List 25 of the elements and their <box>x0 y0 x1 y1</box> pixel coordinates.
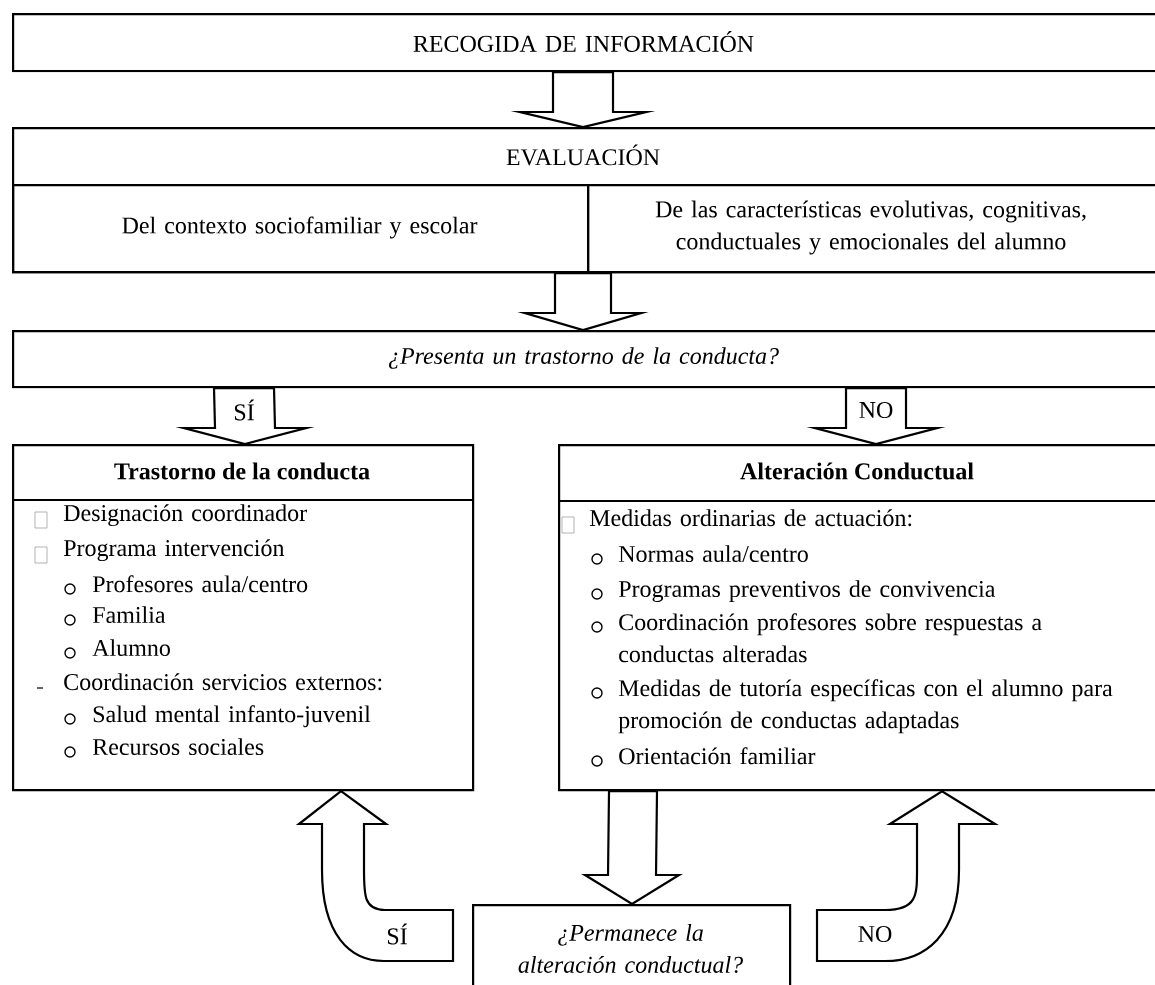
list-item: Medidas ordinarias de actuación: <box>589 509 912 527</box>
process-box: De las características evolutivas, cognitivas, conductuales y emocionales del alumno <box>587 184 1155 274</box>
list-item: Orientación familiar <box>619 747 816 765</box>
list-item: Coordinación profesores sobre respuestas a conductas alteradas <box>619 613 1042 663</box>
block-arrow <box>517 272 649 332</box>
list-item: Coordinación servicios externos: <box>64 673 382 691</box>
question-box: ¿Presenta un trastorno de la conducta? <box>12 330 1155 389</box>
block-arrow <box>815 790 997 963</box>
edge-label: SÍ <box>232 398 256 422</box>
question-box: ¿Permanece la alteración conductual? <box>472 904 792 985</box>
block-arrow <box>297 790 455 963</box>
list-item: Programa intervención <box>63 539 285 562</box>
block-arrow <box>581 790 683 906</box>
process-box: Del contexto sociofamiliar y escolar <box>12 184 590 274</box>
process-box: RECOGIDA DE INFORMACIÓN <box>12 13 1155 73</box>
list-item: Salud mental infanto-juvenil <box>93 705 371 728</box>
list-item: Programas preventivos de convivencia <box>618 580 996 603</box>
list-item: Familia <box>92 606 166 624</box>
list-item: Recursos sociales <box>92 738 264 756</box>
list-item: Designación coordinador <box>63 504 307 527</box>
list-item: Medidas de tutoría específicas con el alumno para promoción de conductas adaptadas <box>618 679 1113 734</box>
list-item: Normas aula/centro <box>618 545 808 563</box>
edge-label: SÍ <box>385 922 409 946</box>
list-item: Profesores aula/centro <box>92 575 308 593</box>
list-item: Alumno <box>92 639 170 657</box>
